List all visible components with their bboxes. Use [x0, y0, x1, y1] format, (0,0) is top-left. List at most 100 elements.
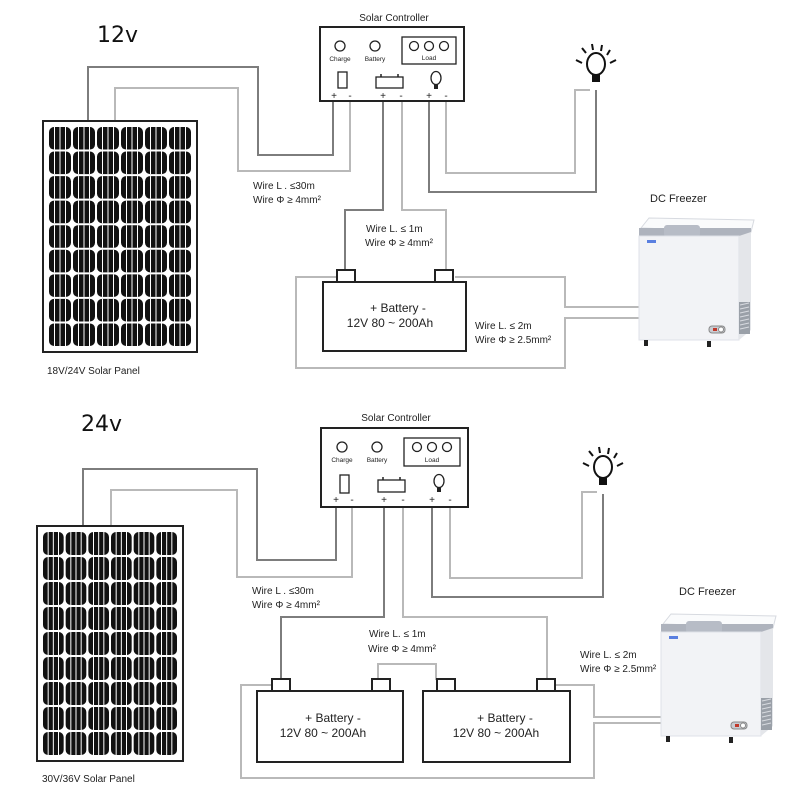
battery-terminal-positive: [436, 678, 456, 692]
diagram-12v: 12v Solar Controller Charge B: [42, 13, 755, 377]
svg-text:+: +: [429, 495, 435, 506]
wire-panel-positive: [82, 468, 337, 561]
solar-cells: [49, 127, 191, 346]
terminal-signs: + - + - + -: [333, 495, 452, 506]
battery-label: + Battery -: [370, 301, 426, 315]
load-wire-diameter: Wire Φ ≥ 2.5mm²: [580, 664, 657, 675]
load-indicator-icon: [426, 441, 438, 453]
battery-terminal-negative: [536, 678, 556, 692]
solar-panel-12v: 18V/24V Solar Panel: [42, 120, 198, 377]
dc-freezer-icon: [660, 613, 777, 743]
panel-label: 30V/36V Solar Panel: [42, 774, 135, 785]
lamp-symbol-icon: [430, 70, 442, 89]
battery-body: [422, 690, 571, 763]
wire-lamp-negative: [445, 89, 590, 174]
battery-symbol-icon: [377, 477, 406, 493]
load-wire-diameter: Wire Φ ≥ 2.5mm²: [475, 335, 552, 346]
battery-label: + Battery -: [305, 711, 361, 725]
battery-terminal-positive: [336, 269, 356, 283]
svg-text:-: -: [401, 495, 404, 506]
wire-lamp-positive: [428, 90, 597, 193]
charge-label: Charge: [331, 457, 353, 464]
dc-freezer-icon: [638, 217, 755, 347]
wire-freezer-1: [556, 684, 662, 718]
svg-text:-: -: [399, 91, 402, 102]
load-indicator-icon: [408, 40, 420, 52]
load-indicator-icon: [441, 441, 453, 453]
svg-text:-: -: [444, 91, 447, 102]
load-wire-length: Wire L. ≤ 2m: [475, 321, 532, 332]
solar-controller-12v: Solar Controller Charge Battery Load +: [319, 13, 465, 102]
battery-indicator-icon: [369, 40, 381, 52]
battery-spec: 12V 80 ~ 200Ah: [347, 316, 433, 330]
panel-wire-length: Wire L . ≤30m: [253, 181, 315, 192]
svg-text:-: -: [350, 495, 353, 506]
svg-text:+: +: [426, 91, 432, 102]
freezer-label: DC Freezer: [650, 193, 707, 205]
load-indicator-icon: [423, 40, 435, 52]
diagram-24v: 24v Solar Controller Charge Battery Load: [36, 412, 777, 785]
svg-text:+: +: [333, 495, 339, 506]
wire-panel-negative: [114, 87, 351, 172]
solar-input-icon: [339, 474, 350, 494]
panel-wire-diameter: Wire Φ ≥ 4mm²: [252, 600, 321, 611]
wire-panel-negative: [110, 489, 353, 578]
battery-12v: + Battery - 12V 80 ~ 200Ah: [322, 269, 467, 352]
svg-text:-: -: [448, 495, 451, 506]
battery-indicator-icon: [371, 441, 383, 453]
load-indicator-icon: [438, 40, 450, 52]
wire-battery-series-link: [377, 663, 437, 680]
battery-spec: 12V 80 ~ 200Ah: [453, 726, 539, 740]
battery-label: + Battery -: [477, 711, 533, 725]
solar-cells: [43, 532, 177, 755]
battery-wire-diameter: Wire Φ ≥ 4mm²: [365, 238, 434, 249]
load-indicator-icon: [411, 441, 423, 453]
battery-wire-diameter: Wire Φ ≥ 4mm²: [368, 644, 437, 655]
battery-2-24v: + Battery - 12V 80 ~ 200Ah: [422, 678, 571, 763]
wire-freezer-2: [295, 276, 640, 369]
solar-controller-24v: Solar Controller Charge Battery Load +: [320, 413, 469, 508]
load-wire-length: Wire L. ≤ 2m: [580, 650, 637, 661]
panel-label: 18V/24V Solar Panel: [47, 366, 140, 377]
svg-text:+: +: [381, 495, 387, 506]
solar-panel-24v: 30V/36V Solar Panel: [36, 525, 184, 785]
wires-12v: [87, 66, 640, 369]
wires-24v: [82, 468, 662, 779]
controller-title: Solar Controller: [359, 13, 429, 24]
terminal-signs: + - + - + -: [331, 91, 448, 102]
wire-battery-negative: [402, 507, 548, 680]
voltage-label-24v: 24v: [81, 412, 122, 437]
battery-label: Battery: [365, 56, 386, 63]
solar-input-icon: [337, 71, 348, 89]
battery-spec: 12V 80 ~ 200Ah: [280, 726, 366, 740]
battery-body: [322, 281, 467, 352]
charge-label: Charge: [329, 56, 351, 63]
freezer-label: DC Freezer: [679, 586, 736, 598]
panel-wire-length: Wire L . ≤30m: [252, 586, 314, 597]
battery-terminal-negative: [434, 269, 454, 283]
svg-text:+: +: [380, 91, 386, 102]
wire-battery-negative: [401, 100, 447, 272]
battery-body: [256, 690, 404, 763]
wire-battery-positive: [344, 100, 384, 272]
svg-text:-: -: [348, 91, 351, 102]
battery-label: Battery: [367, 457, 388, 464]
wire-freezer-1: [455, 276, 640, 308]
lamp-icon: [582, 446, 624, 485]
wire-lamp-positive: [431, 494, 604, 598]
lamp-symbol-icon: [433, 473, 445, 492]
wire-lamp-negative: [449, 491, 597, 579]
load-label: Load: [422, 55, 437, 62]
wire-battery-positive: [280, 507, 385, 680]
wire-panel-positive: [87, 66, 334, 156]
battery-1-24v: + Battery - 12V 80 ~ 200Ah: [256, 678, 404, 763]
panel-wire-diameter: Wire Φ ≥ 4mm²: [253, 195, 322, 206]
charge-indicator-icon: [334, 40, 346, 52]
battery-terminal-positive: [271, 678, 291, 692]
load-label: Load: [425, 457, 440, 464]
controller-title: Solar Controller: [361, 413, 431, 424]
wire-freezer-2: [240, 684, 662, 779]
battery-terminal-negative: [371, 678, 391, 692]
battery-symbol-icon: [375, 74, 404, 89]
